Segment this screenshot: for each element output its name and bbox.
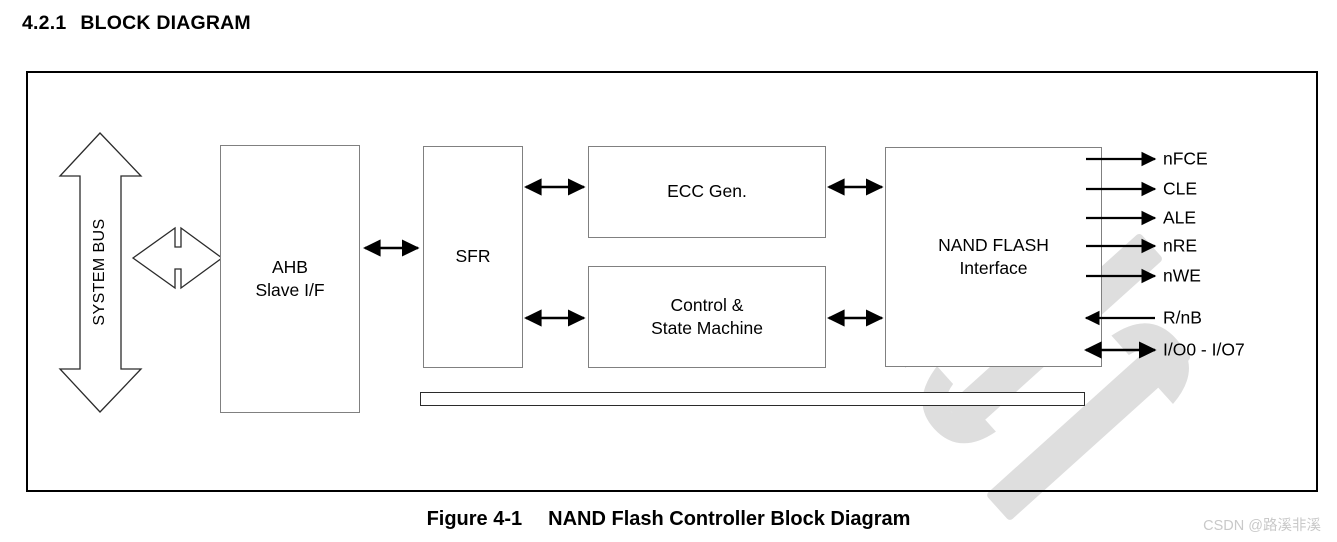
section-number: 4.2.1	[22, 12, 67, 34]
block-ecc-gen-label: ECC Gen.	[667, 181, 747, 202]
internal-bus-bar	[420, 392, 1085, 406]
block-ahb-slave-if[interactable]: AHB Slave I/F	[220, 145, 360, 413]
figure-caption: Figure 4-1 NAND Flash Controller Block Di…	[0, 508, 1337, 531]
signal-label-rnb: R/nB	[1163, 307, 1202, 328]
block-control-state-machine-label: Control & State Machine	[651, 294, 763, 338]
section-heading: 4.2.1 BLOCK DIAGRAM	[22, 12, 251, 35]
signal-label-io: I/O0 - I/O7	[1163, 339, 1245, 360]
signal-label-cle: CLE	[1163, 178, 1198, 199]
csdn-watermark-text: CSDN @路溪非溪	[1203, 518, 1321, 534]
block-ahb-slave-if-label: AHB Slave I/F	[255, 256, 325, 300]
figure-number: Figure 4-1	[426, 508, 523, 530]
signal-label-nfce: nFCE	[1163, 148, 1208, 169]
figure-title: NAND Flash Controller Block Diagram	[548, 508, 911, 530]
section-title: BLOCK DIAGRAM	[80, 12, 251, 34]
block-control-state-machine[interactable]: Control & State Machine	[588, 266, 826, 368]
system-bus-label: SYSTEM BUS	[91, 218, 108, 326]
signal-label-ale: ALE	[1163, 207, 1197, 228]
signal-label-nwe: nWE	[1163, 265, 1201, 286]
block-ecc-gen[interactable]: ECC Gen.	[588, 146, 826, 238]
block-nand-flash-interface-label: NAND FLASH Interface	[938, 234, 1049, 278]
diagram-frame	[26, 71, 1318, 492]
block-sfr[interactable]: SFR	[423, 146, 523, 368]
block-nand-flash-interface[interactable]: NAND FLASH Interface	[885, 147, 1102, 367]
block-sfr-label: SFR	[455, 246, 491, 267]
signal-label-nre: nRE	[1163, 235, 1198, 256]
